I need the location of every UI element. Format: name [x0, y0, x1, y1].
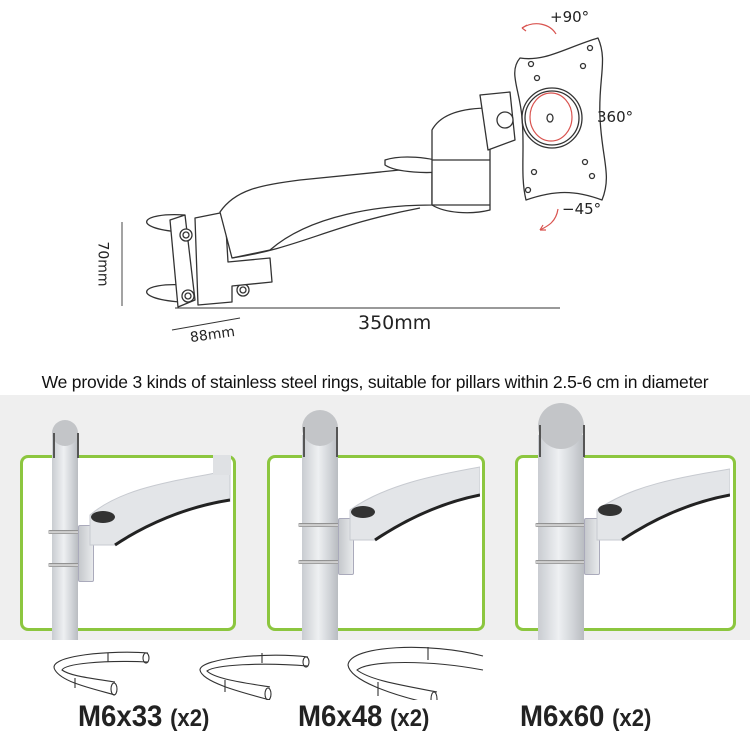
- u-bolt-illustrations: [0, 640, 750, 750]
- screw-label-2: M6x48 (x2): [298, 700, 429, 734]
- pillar-panel-small: [0, 395, 250, 640]
- rotation-down-label: −45°: [562, 200, 602, 218]
- pillar-top: [538, 403, 584, 449]
- pillar: [52, 435, 78, 640]
- arm-photo: [89, 455, 231, 547]
- pillar-panel-medium: [250, 395, 500, 640]
- length-dimension-label: 350mm: [358, 312, 432, 334]
- arm-photo: [596, 468, 730, 542]
- pillar-top: [52, 420, 78, 446]
- screw-qty: (x2): [170, 705, 210, 732]
- screw-size: M6x60: [520, 700, 605, 733]
- rotation-arrows: [521, 23, 573, 231]
- height-dimension-label: 70mm: [94, 241, 111, 287]
- u-bolt-drawings: [53, 646, 484, 707]
- rings-caption: We provide 3 kinds of stainless steel ri…: [41, 372, 709, 392]
- pillar: [302, 435, 338, 640]
- pillar-examples: [0, 395, 750, 640]
- screw-size: M6x48: [298, 700, 383, 733]
- screw-label-1: M6x33 (x2): [78, 700, 209, 734]
- pillar-panel-large: [500, 395, 750, 640]
- arm-photo: [349, 466, 480, 542]
- pillar-top: [302, 410, 338, 446]
- screw-label-3: M6x60 (x2): [520, 700, 651, 734]
- monitor-arm-diagram: +90° 360° −45° 70mm 88mm 350mm: [0, 0, 750, 370]
- rotation-up-label: +90°: [550, 8, 590, 26]
- screw-qty: (x2): [390, 705, 430, 732]
- pillar: [538, 435, 584, 640]
- rotation-spin-label: 360°: [597, 108, 634, 126]
- screw-size: M6x33: [78, 700, 163, 733]
- screw-qty: (x2): [612, 705, 652, 732]
- mount-bracket: [584, 518, 600, 575]
- arm-line-drawing: [121, 23, 608, 331]
